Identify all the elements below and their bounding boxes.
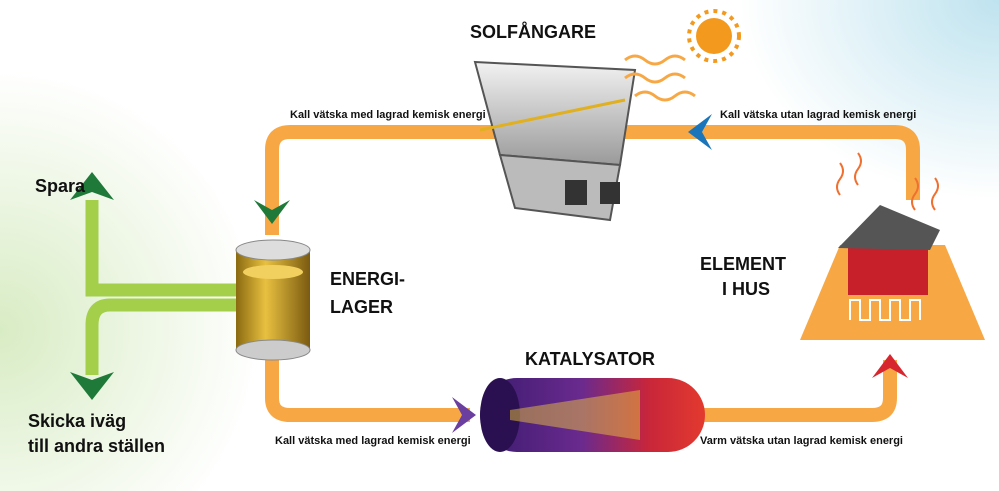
arrow-down-send-icon [70,372,114,400]
arrow-left-blue-icon [688,114,712,150]
energy-storage-icon [235,239,311,361]
arrow-up-red-icon [872,354,908,378]
storage-label-line1: ENERGI- [330,269,405,289]
solar-collector-label: SOLFÅNGARE [470,22,596,42]
green-branches [70,172,240,400]
catalyst-icon [480,378,705,452]
house-icon [800,152,985,340]
storage-label-line2: LAGER [330,297,393,317]
arrow-down-storage-icon [254,200,290,224]
house-label-line1: ELEMENT [700,254,786,274]
arrow-right-purple-icon [452,397,476,433]
flow-label-top-right: Kall vätska utan lagrad kemisk energi [720,109,916,121]
house-label-line2: I HUS [722,279,770,299]
send-label-line2: till andra ställen [28,436,165,456]
save-label: Spara [35,176,86,196]
send-label-line1: Skicka iväg [28,411,126,431]
arrow-up-save-icon [70,172,114,200]
flow-label-bottom-right: Varm vätska utan lagrad kemisk energi [700,435,903,447]
sun-icon [624,9,741,102]
flow-label-bottom-left: Kall vätska med lagrad kemisk energi [275,435,471,447]
flow-label-top-left: Kall vätska med lagrad kemisk energi [290,109,486,121]
catalyst-label: KATALYSATOR [525,349,655,369]
solar-collector-icon [473,60,637,222]
